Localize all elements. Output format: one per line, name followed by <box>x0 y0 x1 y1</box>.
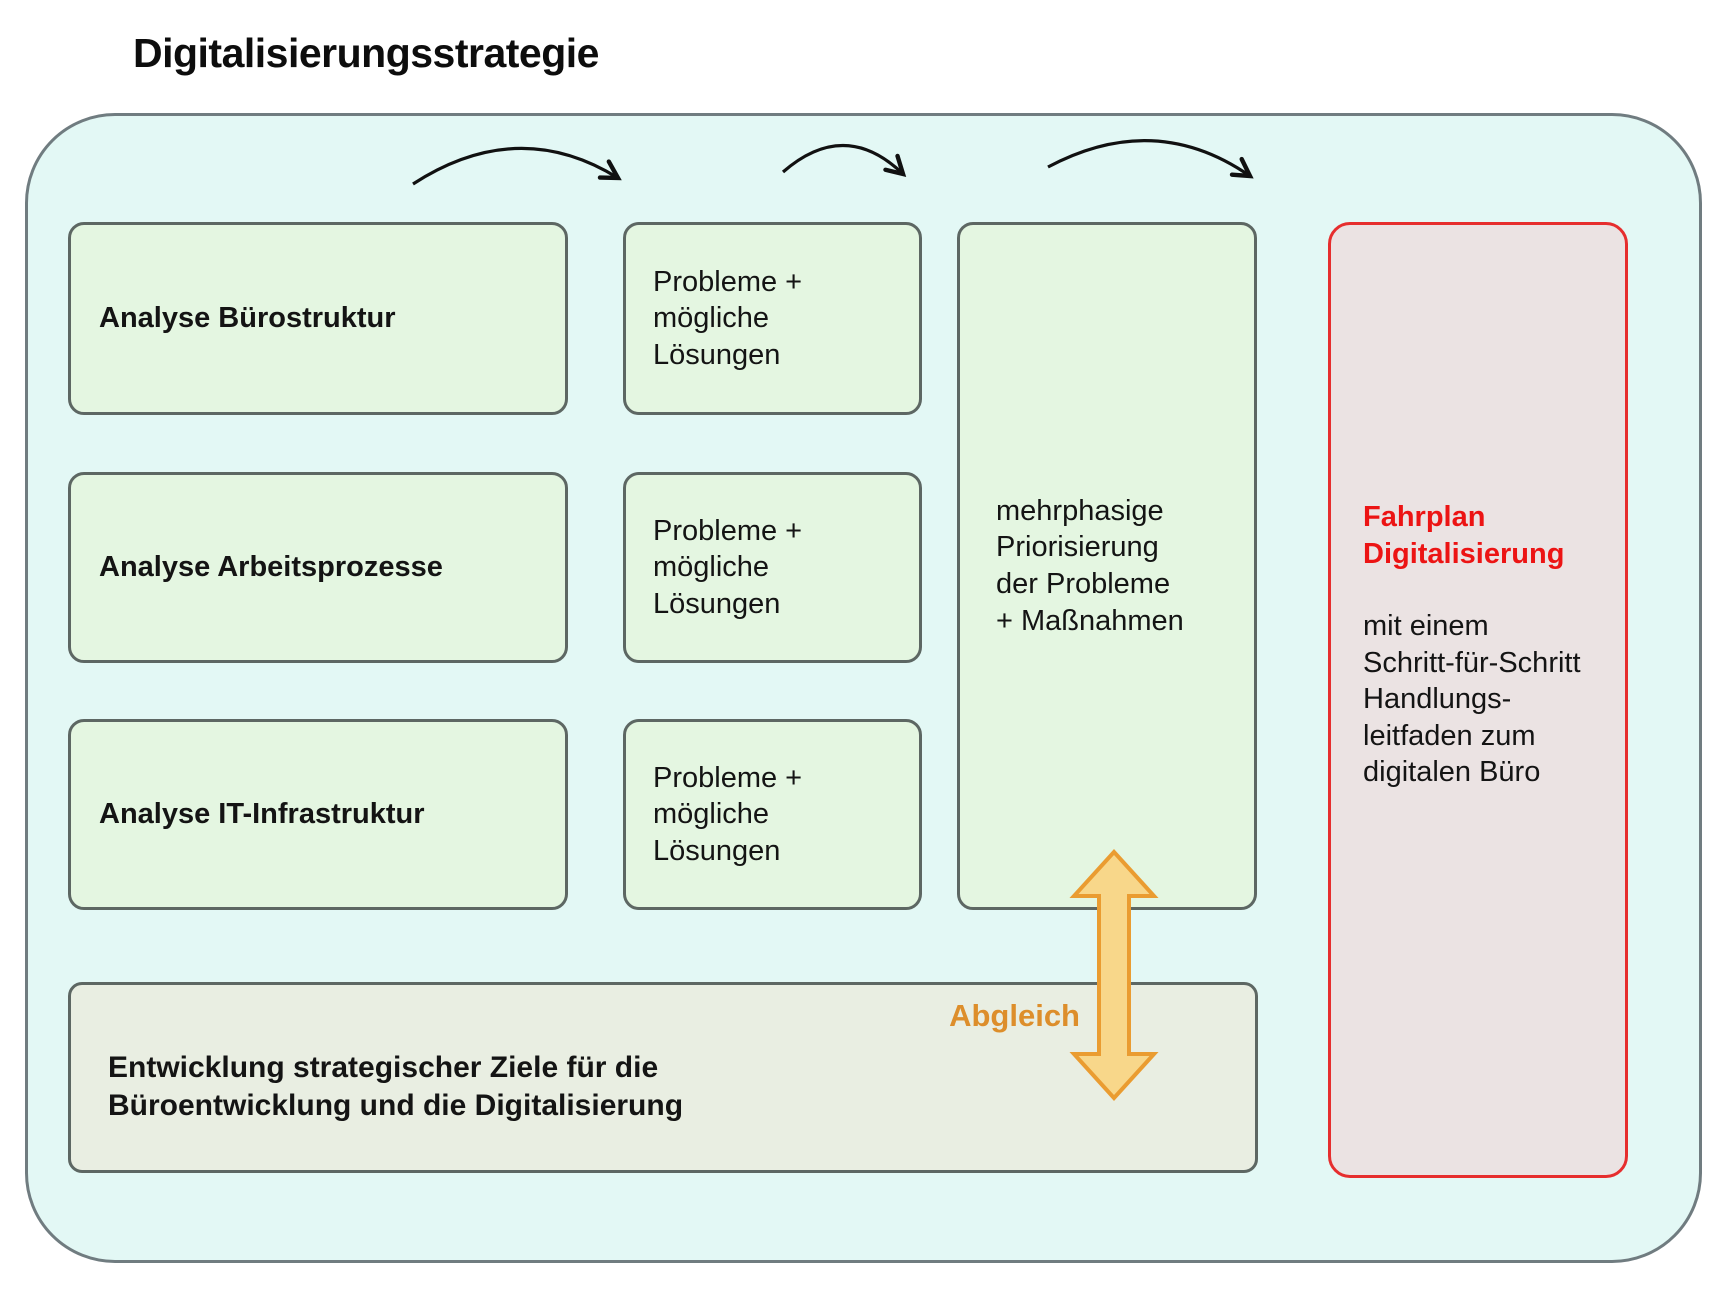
problems-solutions-box-3-text: Probleme + mögliche Lösungen <box>653 761 803 867</box>
roadmap-box: Fahrplan Digitalisierung mit einem Schri… <box>1328 222 1628 1178</box>
analysis-box-arbeitsprozesse: Analyse Arbeitsprozesse <box>68 472 568 663</box>
comparison-label: Abgleich <box>949 998 1080 1033</box>
page-title: Digitalisierungsstrategie <box>133 30 599 76</box>
problems-solutions-box-2: Probleme + mögliche Lösungen <box>623 472 922 663</box>
problems-solutions-box-2-text: Probleme + mögliche Lösungen <box>653 514 803 620</box>
problems-solutions-box-1-text: Probleme + mögliche Lösungen <box>653 265 803 371</box>
roadmap-box-heading: Fahrplan Digitalisierung <box>1363 501 1565 570</box>
roadmap-box-body: mit einem Schritt-für-Schritt Handlungs-… <box>1363 610 1581 789</box>
problems-solutions-box-3: Probleme + mögliche Lösungen <box>623 719 922 910</box>
problems-solutions-box-1: Probleme + mögliche Lösungen <box>623 222 922 415</box>
analysis-box-it-infrastruktur: Analyse IT-Infrastruktur <box>68 719 568 910</box>
strategic-goals-box: Entwicklung strategischer Ziele für die … <box>68 982 1258 1173</box>
analysis-box-it-infrastruktur-label: Analyse IT-Infrastruktur <box>99 798 425 831</box>
prioritization-box-text: mehrphasige Priorisierung der Probleme +… <box>996 494 1184 637</box>
strategic-goals-box-text: Entwicklung strategischer Ziele für die … <box>108 1050 684 1122</box>
analysis-box-buerostruktur-label: Analyse Bürostruktur <box>99 302 396 335</box>
prioritization-box: mehrphasige Priorisierung der Probleme +… <box>957 222 1257 910</box>
analysis-box-buerostruktur: Analyse Bürostruktur <box>68 222 568 415</box>
analysis-box-arbeitsprozesse-label: Analyse Arbeitsprozesse <box>99 551 443 584</box>
